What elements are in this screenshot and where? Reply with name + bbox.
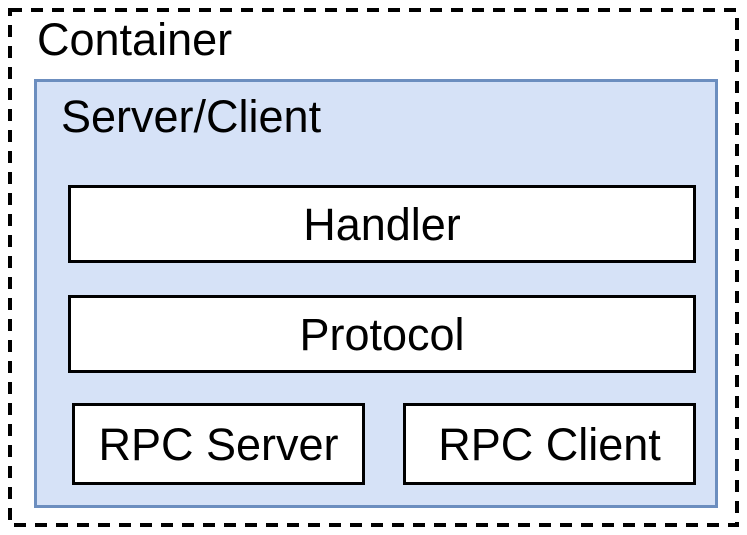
protocol-box: Protocol xyxy=(68,295,696,373)
server-client-label: Server/Client xyxy=(61,91,322,142)
rpc-client-box: RPC Client xyxy=(403,403,696,485)
protocol-label: Protocol xyxy=(299,308,465,360)
rpc-client-label: RPC Client xyxy=(438,418,661,470)
handler-label: Handler xyxy=(303,198,461,250)
rpc-server-box: RPC Server xyxy=(72,403,365,485)
handler-box: Handler xyxy=(68,185,696,263)
container-label: Container xyxy=(37,14,233,65)
rpc-server-label: RPC Server xyxy=(98,418,339,470)
